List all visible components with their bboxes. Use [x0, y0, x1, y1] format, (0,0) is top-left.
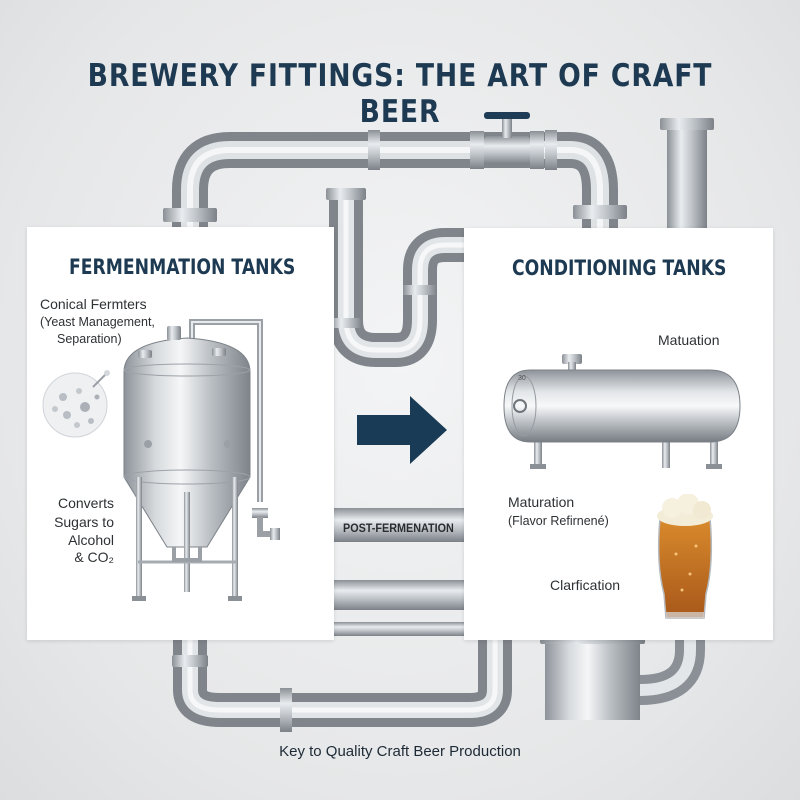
flavor-refinement-label: (Flavor Refirnené) — [508, 514, 609, 528]
conditioning-panel: CONDITIONING TANKS Matuation Maturation … — [464, 228, 773, 640]
bottom-pipes — [172, 634, 705, 732]
footer-caption: Key to Quality Craft Beer Production — [279, 743, 521, 760]
converts-label: Converts — [57, 495, 114, 511]
sugars-label: Sugars to — [54, 514, 114, 530]
conical-fermenter-icon — [123, 319, 280, 601]
alcohol-label: Alcohol — [68, 532, 114, 548]
fermentation-panel: FERMENMATION TANKS Conical Fermters (Yea… — [27, 227, 334, 640]
horizontal-tank-icon: 30 — [503, 354, 741, 469]
valve-icon — [470, 112, 544, 169]
flow-arrow-icon — [357, 396, 447, 464]
page-title: BREWERY FITTINGS: THE ART OF CRAFT BEER — [87, 58, 713, 130]
yeast-cells-icon — [42, 370, 110, 438]
separation-label: Separation) — [57, 332, 122, 346]
maturation-label: Maturation — [508, 494, 575, 510]
middle-pipes — [326, 188, 465, 367]
matuation-label: Matuation — [658, 332, 720, 348]
co2-label: & CO₂ — [74, 549, 114, 565]
fermentation-heading: FERMENMATION TANKS — [69, 255, 296, 279]
tank-marking: 30 — [518, 375, 526, 382]
beer-glass-icon — [657, 494, 713, 619]
clarification-label: Clarfication — [550, 577, 621, 593]
yeast-management-label: (Yeast Management, — [40, 315, 155, 329]
conditioning-heading: CONDITIONING TANKS — [512, 256, 727, 280]
post-fermentation-label: POST-FERMENATION — [343, 521, 454, 535]
conical-fermenters-label: Conical Fermters — [40, 296, 147, 312]
top-pipe-loop — [163, 130, 627, 240]
